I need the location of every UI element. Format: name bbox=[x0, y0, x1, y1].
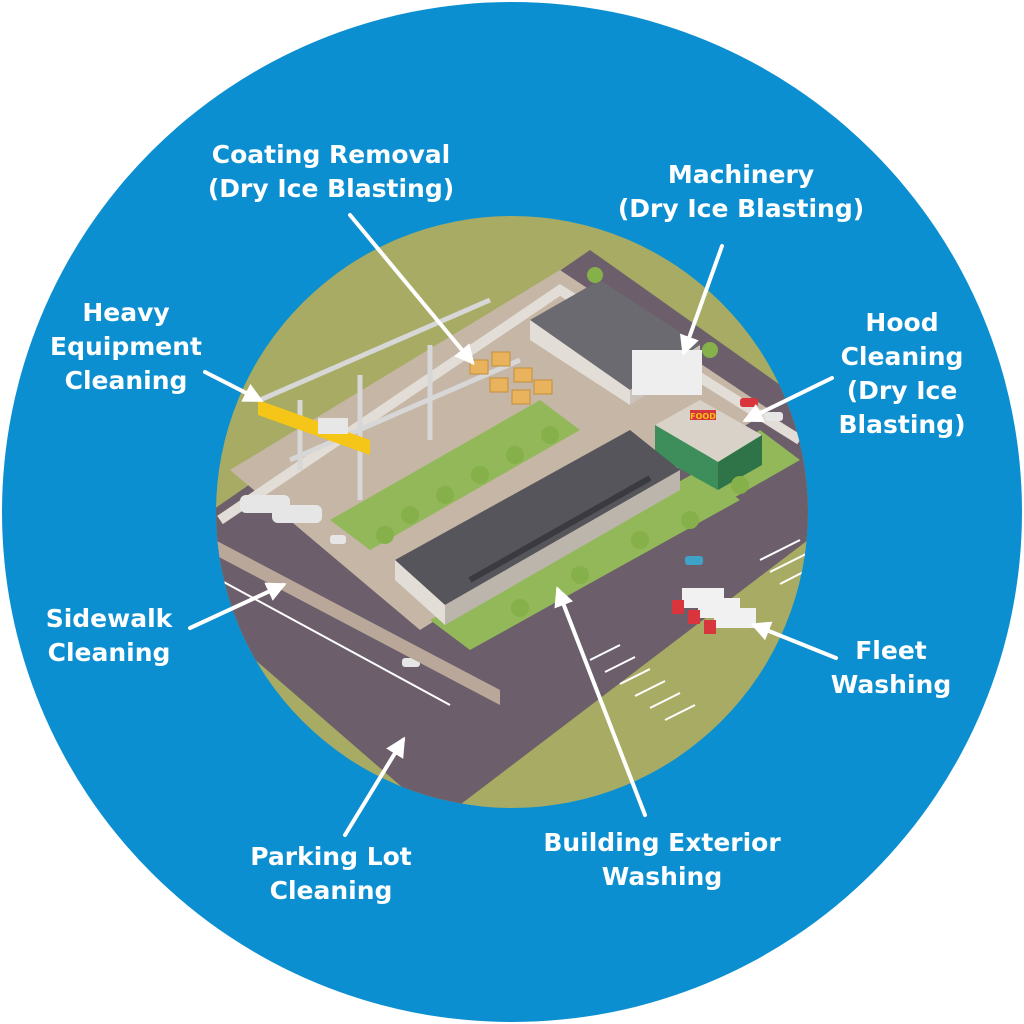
label-coating-removal: Coating Removal (Dry Ice Blasting) bbox=[208, 138, 454, 206]
arrow-icon bbox=[750, 621, 838, 660]
label-hood-cleaning: Hood Cleaning (Dry Ice Blasting) bbox=[838, 306, 965, 442]
label-building-exterior: Building Exterior Washing bbox=[543, 826, 780, 894]
label-line: (Dry Ice Blasting) bbox=[617, 194, 865, 223]
arrow-icon bbox=[348, 213, 475, 366]
arrows bbox=[188, 213, 838, 837]
arrow-icon bbox=[679, 244, 724, 356]
food-building: FOOD bbox=[655, 400, 762, 490]
crane-trolley bbox=[318, 418, 348, 434]
label-line: Washing bbox=[830, 670, 952, 699]
label-line: Heavy bbox=[82, 298, 170, 327]
label-line: Equipment bbox=[50, 332, 202, 361]
arrow-icon bbox=[554, 586, 647, 817]
label-line: Hood bbox=[865, 308, 939, 337]
label-line: Blasting) bbox=[838, 410, 966, 439]
label-line: Cleaning bbox=[47, 638, 171, 667]
label-line: Sidewalk bbox=[45, 604, 173, 633]
label-line: (Dry Ice Blasting) bbox=[207, 174, 455, 203]
arrow-icon bbox=[343, 736, 406, 837]
lawn-strip bbox=[330, 400, 580, 550]
label-sidewalk: Sidewalk Cleaning bbox=[46, 602, 173, 670]
food-sign: FOOD bbox=[690, 412, 716, 421]
label-line: Machinery bbox=[667, 160, 815, 189]
label-line: Cleaning bbox=[840, 342, 964, 371]
label-fleet: Fleet Washing bbox=[831, 634, 952, 702]
warehouse-top bbox=[530, 280, 702, 405]
label-line: Cleaning bbox=[269, 876, 393, 905]
label-heavy-equipment: Heavy Equipment Cleaning bbox=[50, 296, 202, 398]
label-line: Parking Lot bbox=[250, 842, 412, 871]
label-parking-lot: Parking Lot Cleaning bbox=[250, 840, 412, 908]
label-line: Fleet bbox=[855, 636, 927, 665]
lawn-strip bbox=[430, 470, 740, 650]
tree-row bbox=[376, 267, 749, 617]
arrow-icon bbox=[188, 582, 287, 630]
label-line: (Dry Ice bbox=[846, 376, 958, 405]
tanker-trucks bbox=[240, 495, 322, 523]
warehouse-main bbox=[395, 430, 680, 625]
crane-beam bbox=[258, 400, 370, 455]
label-line: Coating Removal bbox=[211, 140, 451, 169]
arrow-icon bbox=[203, 370, 264, 402]
parking-marks bbox=[589, 539, 808, 721]
arrow-icon bbox=[742, 376, 834, 422]
label-line: Washing bbox=[601, 862, 723, 891]
fleet-trucks bbox=[672, 588, 756, 634]
sidewalk bbox=[216, 540, 500, 705]
label-machinery: Machinery (Dry Ice Blasting) bbox=[618, 158, 864, 226]
label-line: Building Exterior bbox=[543, 828, 781, 857]
label-line: Cleaning bbox=[64, 366, 188, 395]
road-line bbox=[219, 579, 451, 706]
gantry-crane bbox=[259, 297, 521, 500]
industrial-scene: FOOD bbox=[216, 216, 808, 808]
